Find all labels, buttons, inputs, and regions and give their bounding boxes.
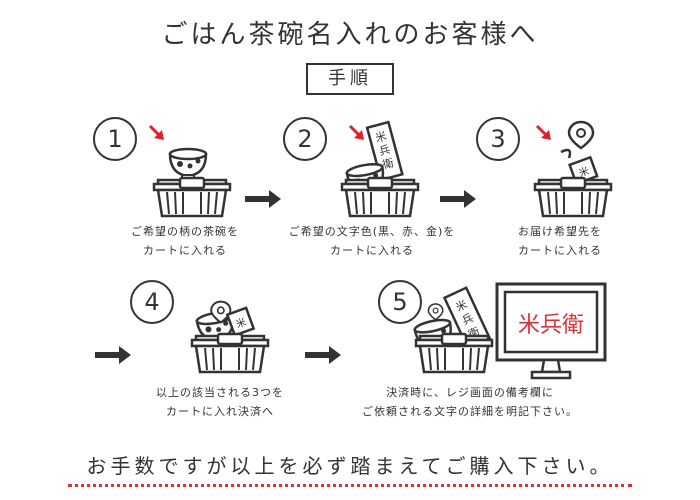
step-number-4: 4 <box>130 280 174 324</box>
step-3-text: お届け希望先を カートに入れる <box>495 222 625 260</box>
basket-icon <box>414 332 494 374</box>
step-number-3: 3 <box>476 117 520 161</box>
step-5-line-1: 決済時に、レジ画面の備考欄に <box>386 386 554 399</box>
step-2-text: ご希望の文字色(黒、赤、金)を カートに入れる <box>282 222 462 260</box>
step-number-2: 2 <box>283 117 327 161</box>
step-4-illustration: 米 <box>190 300 270 374</box>
slip-char-1: 米 <box>374 129 388 144</box>
step-2-line-1: ご希望の文字色(黒、赤、金)を <box>288 225 456 238</box>
step-4-text: 以上の該当される3つを カートに入れ決済へ <box>140 383 300 421</box>
name-slip-icon: 米 <box>225 306 256 337</box>
monitor-icon: 米兵衛 <box>495 282 607 380</box>
step-2-line-2: カートに入れる <box>330 244 414 257</box>
slip-char-1: 米 <box>454 298 469 314</box>
step-1-text: ご希望の柄の茶碗を カートに入れる <box>110 222 260 260</box>
step-5-illustration: 米 兵 衛 <box>412 286 494 374</box>
step-5-text: 決済時に、レジ画面の備考欄に ご依頼される文字の詳細を明記下さい。 <box>340 383 600 421</box>
red-arrow-icon <box>535 124 553 142</box>
footer-notice: お手数ですが以上を必ず踏まえてご購入下さい。 <box>86 454 614 478</box>
basket-icon <box>152 176 232 218</box>
basket-icon <box>340 176 420 218</box>
rice-bowl-icon <box>168 147 208 181</box>
arrow-right-icon <box>305 346 341 364</box>
arrow-right-icon <box>95 346 131 364</box>
slip-char-2: 兵 <box>378 143 392 158</box>
step-5-line-2: ご依頼される文字の詳細を明記下さい。 <box>362 405 578 418</box>
step-2-illustration: 米 兵 衛 <box>340 120 420 218</box>
red-arrow-icon <box>348 124 366 142</box>
step-number-1: 1 <box>93 117 137 161</box>
basket-icon <box>533 176 613 218</box>
procedure-label: 手順 <box>306 63 394 95</box>
step-number-5: 5 <box>378 280 422 324</box>
step-1-illustration <box>148 124 232 218</box>
step-3-line-2: カートに入れる <box>518 244 602 257</box>
step-1-line-2: カートに入れる <box>143 244 227 257</box>
arrow-right-icon <box>245 190 281 208</box>
arrow-right-icon <box>440 190 476 208</box>
step-3-illustration: 米 <box>533 120 613 218</box>
page-title: ごはん茶碗名入れのお客様へ <box>161 20 539 50</box>
slip-char-short: 米 <box>577 164 591 180</box>
step-3-line-1: お届け希望先を <box>518 225 602 238</box>
map-pin-icon <box>567 120 595 150</box>
step-4-line-2: カートに入れ決済へ <box>166 405 274 418</box>
step-4-line-1: 以上の該当される3つを <box>156 386 284 399</box>
monitor-text: 米兵衛 <box>518 313 584 338</box>
step-1-line-1: ご希望の柄の茶碗を <box>131 225 239 238</box>
slip-char-3: 衛 <box>381 156 395 171</box>
basket-icon <box>190 332 270 374</box>
slip-char-short: 米 <box>234 315 248 331</box>
map-pin-icon <box>427 303 444 321</box>
slip-char-2: 兵 <box>460 311 475 327</box>
red-arrow-icon <box>148 124 166 142</box>
dotted-divider <box>68 484 632 487</box>
